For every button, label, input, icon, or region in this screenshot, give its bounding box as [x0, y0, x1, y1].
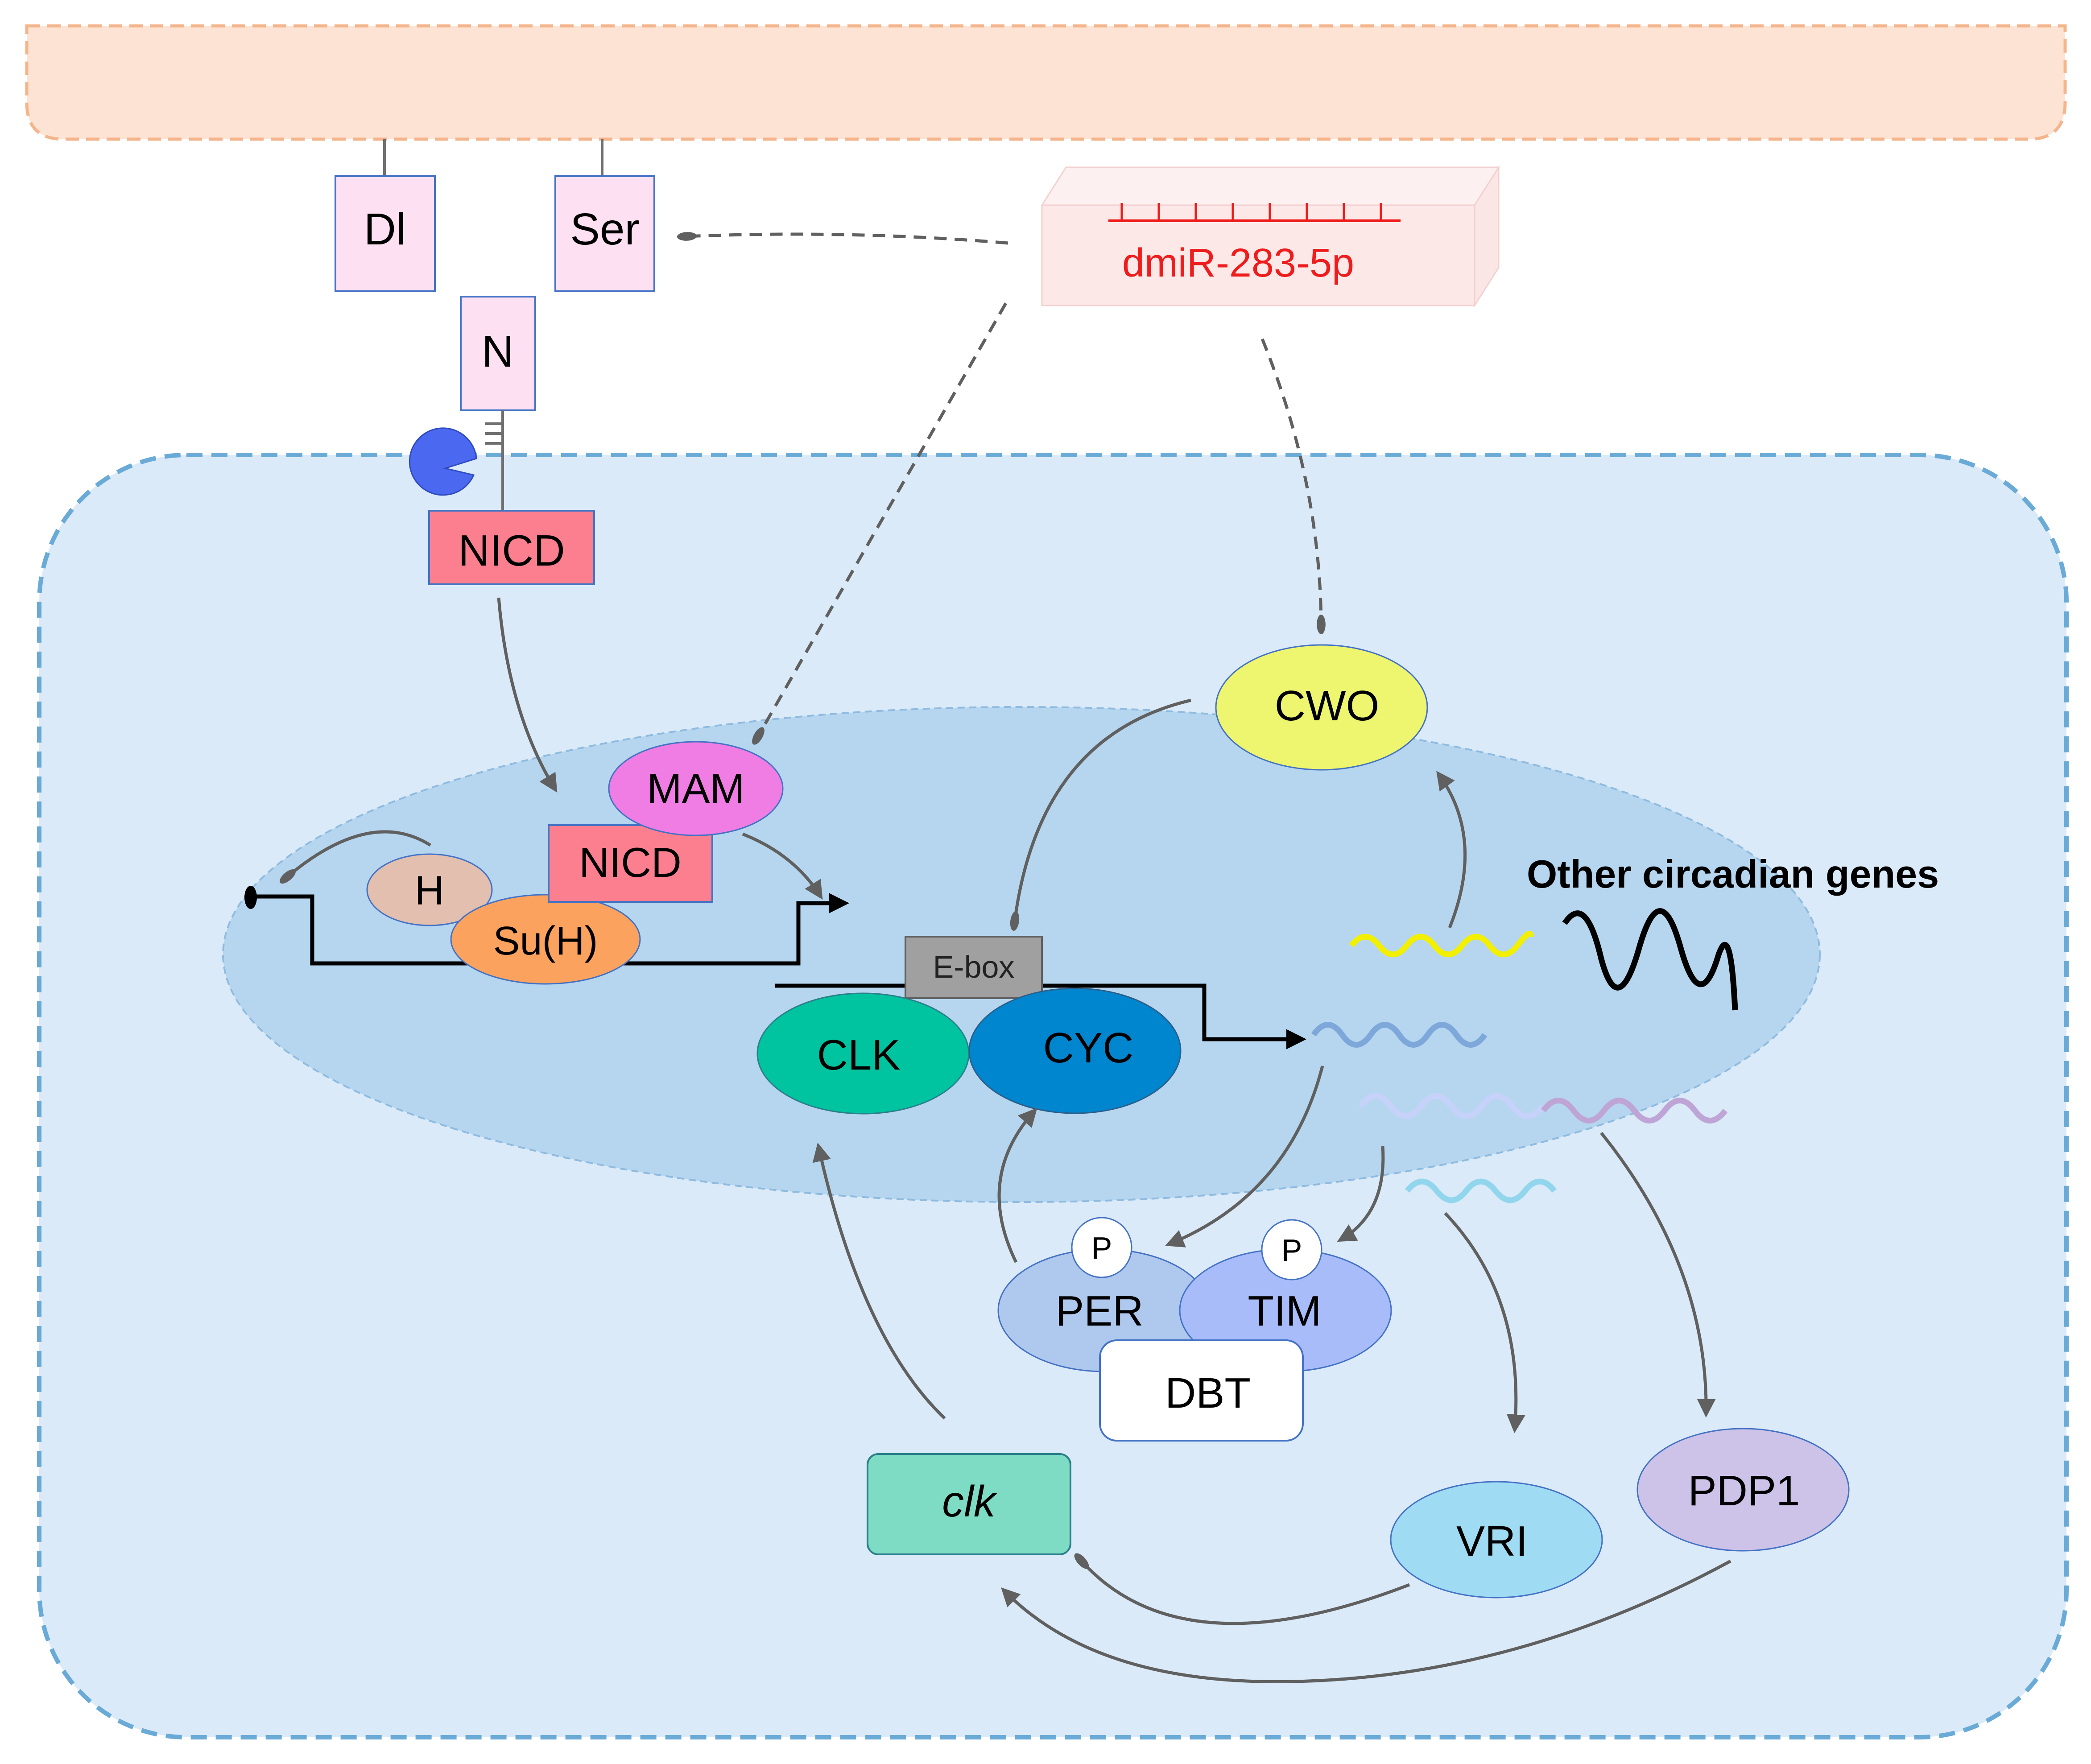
per-to-cyc-arrow [997, 1107, 1037, 1263]
n-label: N [482, 326, 514, 376]
mirna-inhibits-mam [752, 302, 1008, 745]
mam-protein: MAM [608, 741, 784, 836]
tim-phospho-icon: P [1261, 1219, 1322, 1281]
nicd-membrane: NICD [428, 510, 595, 585]
neighbor-cell [25, 24, 2067, 141]
pdp1-label: PDP1 [1688, 1467, 1800, 1515]
tim-phospho-label: P [1281, 1233, 1302, 1268]
nicd-nucleus-label: NICD [579, 839, 682, 886]
clk-gene-to-clk-arrow [812, 1142, 946, 1420]
notch-receptor: N [460, 296, 536, 411]
gamma-secretase-icon [409, 427, 477, 496]
mrna-to-vri-arrow [1444, 1212, 1525, 1434]
vri-protein: VRI [1390, 1481, 1603, 1599]
ebox-label: E-box [933, 950, 1015, 984]
clk-label: CLK [817, 1031, 901, 1079]
oscillation-icon [1562, 908, 1738, 1011]
suh-label: Su(H) [493, 919, 598, 963]
vri-mrna-wave [1405, 1178, 1557, 1203]
promoter-start-icon [244, 886, 257, 909]
cyc-label: CYC [1043, 1024, 1134, 1072]
suh-protein: Su(H) [450, 894, 641, 985]
clk-gene: clk [867, 1453, 1071, 1555]
ser-label: Ser [570, 204, 640, 254]
dl-label: Dl [364, 204, 406, 254]
tim-label: TIM [1248, 1287, 1321, 1335]
mirna-inhibits-ser [677, 232, 1008, 245]
mrna-to-tim-arrow [1337, 1146, 1385, 1242]
ebox: E-box [905, 936, 1043, 999]
other-genes-label: Other circadian genes [1527, 852, 1939, 896]
mirna-inhibits-cwo [1260, 338, 1326, 635]
h-protein: H [366, 853, 493, 926]
cwo-mrna-wave [1349, 930, 1534, 958]
mrna-to-cwo-arrow [1436, 771, 1467, 929]
vri-inhibits-clk [1074, 1553, 1410, 1625]
pdp1-protein: PDP1 [1636, 1428, 1850, 1552]
h-label: H [415, 868, 444, 913]
per-tim-mrna-wave [1358, 1093, 1545, 1119]
mirna-strand-icon [1108, 203, 1401, 222]
mrna-to-pdp1-arrow [1600, 1132, 1716, 1418]
cwo-protein: CWO [1215, 644, 1428, 771]
clock-mrna-wave [1311, 1022, 1488, 1048]
clk-protein: CLK [756, 992, 970, 1115]
nicd-nucleus: NICD [548, 824, 713, 903]
per-phospho-label: P [1091, 1231, 1112, 1265]
h-inhibition-arrow [279, 830, 431, 884]
clk-gene-label: clk [942, 1477, 998, 1526]
nicd-translocation-arrow [497, 597, 558, 793]
per-label: PER [1055, 1287, 1143, 1335]
cwo-inhibits-ebox [1010, 698, 1191, 931]
dl-ligand: Dl [335, 175, 436, 292]
mirna-label: dmiR-283-5p [1122, 241, 1354, 285]
mam-label: MAM [647, 765, 744, 812]
pdp1-mrna-wave [1541, 1098, 1728, 1124]
cwo-label: CWO [1275, 682, 1380, 730]
ser-ligand: Ser [554, 175, 655, 292]
mam-activation-arrow [742, 832, 823, 900]
cyc-protein: CYC [968, 987, 1182, 1114]
per-phospho-icon: P [1071, 1217, 1132, 1278]
dbt-label: DBT [1165, 1369, 1251, 1417]
mrna-to-per-arrow [1165, 1066, 1324, 1248]
nicd-membrane-label: NICD [458, 526, 565, 575]
pdp1-activates-clk [1001, 1559, 1731, 1683]
vri-label: VRI [1456, 1517, 1528, 1565]
dbt-protein: DBT [1099, 1339, 1304, 1442]
